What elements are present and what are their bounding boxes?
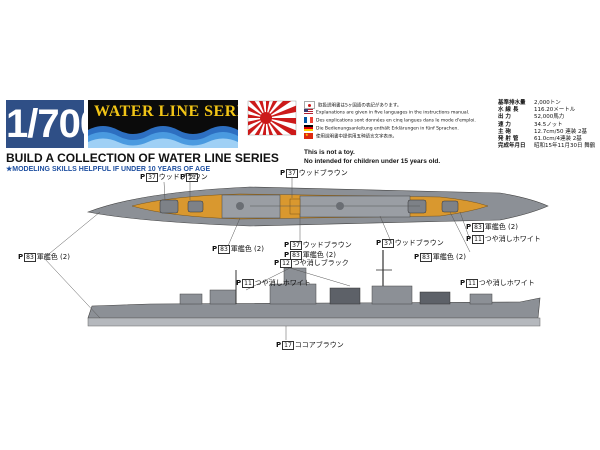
france-flag-icon [304, 117, 313, 123]
japan-flag-icon [304, 101, 315, 109]
germany-flag-icon [304, 125, 313, 131]
language-note-cn: ★使用說明書中提供用五种語言文字表示。 [304, 132, 397, 140]
series-title: WATER LINE SERIES [94, 103, 238, 120]
china-flag-icon: ★ [304, 133, 313, 139]
language-note-fr: Des explications sont données en cinq la… [304, 117, 476, 125]
build-collection-title: BUILD A COLLECTION OF WATER LINE SERIES [6, 151, 279, 165]
ship-side-view [87, 250, 541, 327]
language-note-jp: 取扱説明書は5ヶ国語の表記があります。 [304, 101, 401, 109]
language-note-us: Explanations are given in five languages… [304, 109, 469, 117]
age-warning: No intended for children under 15 years … [304, 158, 441, 165]
usa-flag-icon [304, 109, 313, 115]
not-a-toy-warning: This is not a toy. [304, 149, 355, 156]
language-note-de: Die Bedienungsanleitung enthält Erklärun… [304, 125, 459, 133]
ship-top-view [86, 186, 549, 227]
wave-logo-graphic [88, 126, 238, 148]
age-advisory: ★MODELING SKILLS HELPFUL IF UNDER 10 YEA… [6, 166, 211, 173]
spec-row: 完成年月日昭和15年11月30日 舞鶴 [498, 143, 596, 150]
series-logo: WATER LINE SERIES [88, 100, 238, 148]
callout-leader-lines [43, 177, 471, 340]
